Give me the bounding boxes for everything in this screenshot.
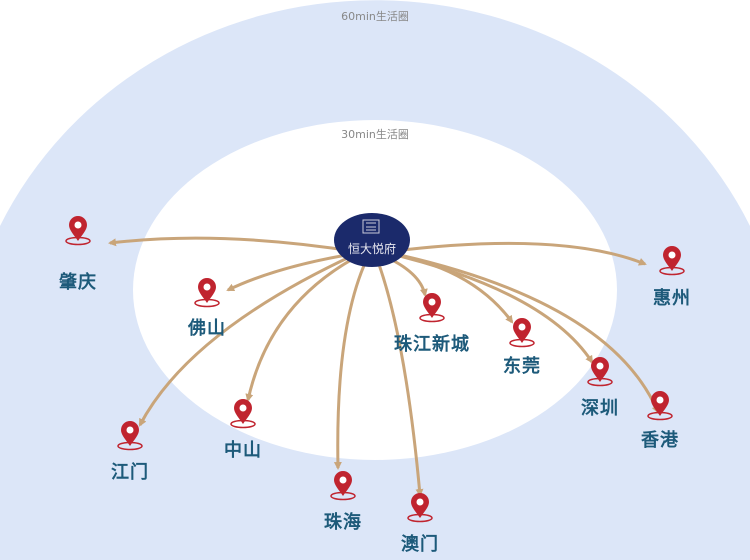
city-label: 惠州 (653, 288, 691, 309)
city-label: 珠江新城 (394, 334, 470, 355)
center-logo (334, 213, 410, 267)
inner-ring-label: 30min生活圈 (341, 128, 409, 141)
arrow-to-city (245, 250, 367, 402)
city-label: 澳门 (401, 534, 439, 555)
city-label: 东莞 (503, 356, 541, 377)
location-pin-icon (230, 399, 256, 429)
location-pin-icon (419, 293, 445, 323)
location-pin-icon (659, 246, 685, 276)
location-pin-icon (330, 471, 356, 501)
location-pin-icon (117, 421, 143, 451)
outer-ring-label: 60min生活圈 (341, 10, 409, 23)
location-pin-icon (647, 391, 673, 421)
city-label: 佛山 (188, 318, 226, 339)
location-pin-icon (407, 493, 433, 523)
arrow-to-city (108, 236, 360, 254)
arrow-to-city (138, 250, 362, 427)
city-label: 江门 (111, 462, 149, 483)
location-pin-icon (194, 278, 220, 308)
city-label: 深圳 (581, 398, 619, 419)
location-pin-icon (65, 216, 91, 246)
arrow-to-city (385, 241, 647, 266)
city-label: 中山 (224, 440, 262, 461)
arrow-to-city (373, 251, 424, 497)
city-label: 香港 (641, 430, 679, 451)
arrow-to-city (382, 250, 594, 364)
center-logo-text: 恒大悦府 (347, 242, 397, 256)
location-pin-icon (587, 357, 613, 387)
location-pin-icon (509, 318, 535, 348)
city-label: 肇庆 (59, 272, 97, 293)
city-label: 珠海 (324, 512, 362, 533)
arrow-to-city (333, 251, 372, 470)
arrow-to-city (385, 250, 660, 414)
